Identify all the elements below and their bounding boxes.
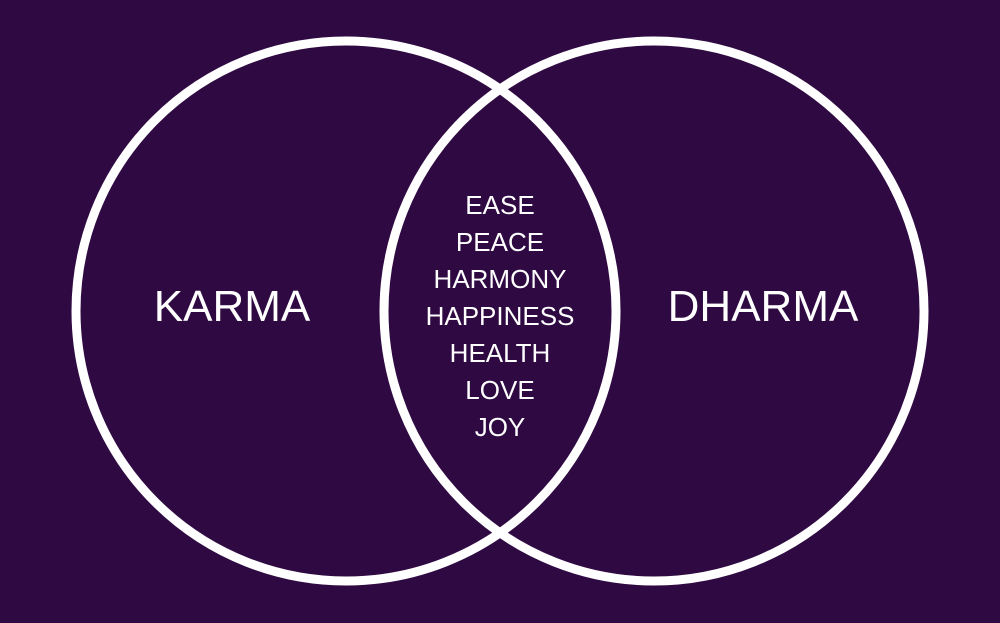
left-circle	[71, 36, 621, 586]
intersection-item: PEACE	[455, 227, 545, 257]
intersection-item: JOY	[474, 412, 526, 442]
left-circle-label: KARMA	[153, 282, 311, 331]
intersection-list: EASE PEACE HARMONY HAPPINESS HEALTH LOVE…	[426, 187, 575, 446]
intersection-item: HEALTH	[449, 338, 551, 368]
intersection-item: LOVE	[465, 375, 535, 405]
right-circle-label: DHARMA	[667, 282, 859, 331]
intersection-item: HARMONY	[433, 264, 567, 294]
right-circle	[379, 36, 929, 586]
intersection-item: HAPPINESS	[425, 301, 575, 331]
intersection-item: EASE	[465, 190, 535, 220]
